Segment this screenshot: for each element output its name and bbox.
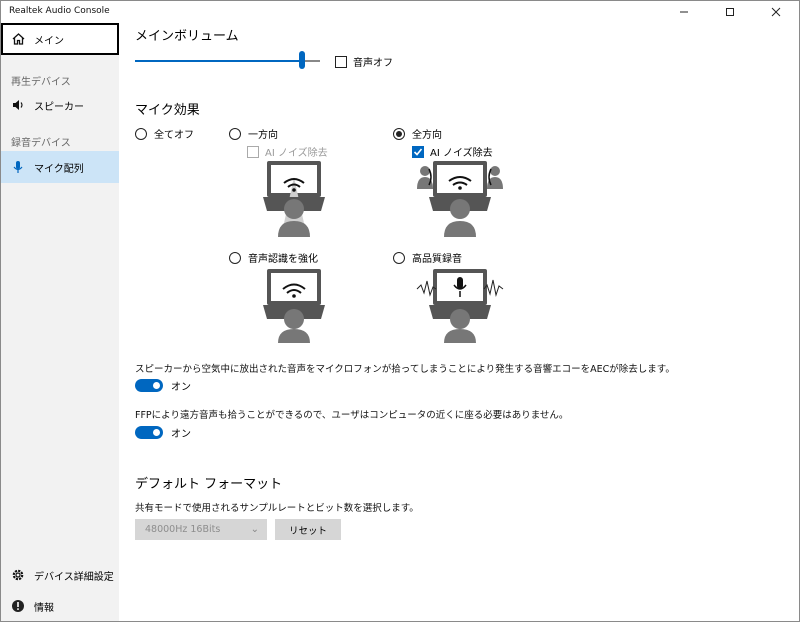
minimize-button[interactable] xyxy=(661,1,707,23)
radio-all-off[interactable]: 全てオフ xyxy=(135,126,194,141)
ai-noise-label: AI ノイズ除去 xyxy=(430,148,493,159)
radio-circle-selected[interactable] xyxy=(393,127,405,140)
ffp-description: FFPにより遠方音声も拾うことができるので、ユーザはコンピュータの近くに座る必要… xyxy=(135,410,569,421)
format-dropdown[interactable]: 48000Hz 16Bits ⌄ xyxy=(135,519,267,540)
reset-button[interactable]: リセット xyxy=(275,519,341,540)
format-dropdown-value: 48000Hz 16Bits xyxy=(145,524,221,535)
aec-toggle[interactable]: オン xyxy=(135,378,191,393)
radio-label: 全てオフ xyxy=(154,130,194,141)
sidebar-item-label: メイン xyxy=(34,35,64,47)
volume-slider-track xyxy=(305,60,320,62)
sidebar-item-label: 情報 xyxy=(34,602,54,614)
radio-circle[interactable] xyxy=(135,127,147,140)
radio-directional[interactable]: 一方向 xyxy=(229,126,278,141)
speaker-icon xyxy=(11,98,25,112)
radio-circle[interactable] xyxy=(393,251,405,264)
toggle-state-label: オン xyxy=(171,429,191,440)
hq-recording-illustration xyxy=(416,269,504,343)
aec-description: スピーカーから空気中に放出された音声をマイクロフォンが拾ってしまうことにより発生… xyxy=(135,364,675,375)
mic-effects-heading: マイク効果 xyxy=(135,103,200,118)
sidebar-item-label: スピーカー xyxy=(34,101,84,113)
window-title: Realtek Audio Console xyxy=(9,6,110,16)
microphone-icon xyxy=(11,160,25,174)
radio-circle[interactable] xyxy=(229,251,241,264)
recording-devices-section: 録音デバイス xyxy=(11,138,71,149)
chevron-down-icon: ⌄ xyxy=(250,524,259,535)
radio-label: 全方向 xyxy=(412,130,442,141)
checkbox-box-checked[interactable] xyxy=(412,145,424,158)
toggle-switch[interactable] xyxy=(135,426,163,439)
sidebar: メイン 再生デバイス スピーカー 録音デバイス マイク配列 デバイス詳細設定 情… xyxy=(1,23,119,621)
checkbox-box[interactable] xyxy=(335,55,347,68)
playback-devices-section: 再生デバイス xyxy=(11,77,71,88)
toggle-state-label: オン xyxy=(171,382,191,393)
radio-label: 一方向 xyxy=(248,130,278,141)
mute-label: 音声オフ xyxy=(353,58,393,69)
radio-hq-recording[interactable]: 高品質録音 xyxy=(393,250,462,265)
checkmark-icon xyxy=(413,147,423,156)
omnidirectional-illustration xyxy=(417,161,503,237)
maximize-icon xyxy=(726,8,734,16)
sidebar-item-speaker[interactable]: スピーカー xyxy=(1,89,119,121)
title-bar: Realtek Audio Console xyxy=(1,1,799,23)
toggle-switch[interactable] xyxy=(135,379,163,392)
radio-omnidirectional[interactable]: 全方向 xyxy=(393,126,442,141)
ffp-toggle[interactable]: オン xyxy=(135,425,191,440)
sidebar-item-label: マイク配列 xyxy=(34,163,84,175)
sidebar-item-mic-array[interactable]: マイク配列 xyxy=(1,151,119,183)
radio-label: 音声認識を強化 xyxy=(248,254,318,265)
volume-slider-thumb[interactable] xyxy=(299,51,305,69)
minimize-icon xyxy=(680,11,688,13)
ai-noise-checkbox-directional[interactable]: AI ノイズ除去 xyxy=(247,144,328,159)
default-format-heading: デフォルト フォーマット xyxy=(135,477,283,492)
ai-noise-label: AI ノイズ除去 xyxy=(265,148,328,159)
sidebar-item-main[interactable]: メイン xyxy=(1,23,119,55)
main-volume-heading: メインボリューム xyxy=(135,29,239,44)
volume-slider-fill xyxy=(135,60,319,62)
speech-recognition-illustration xyxy=(263,269,325,343)
window-controls xyxy=(661,1,799,23)
sidebar-item-info[interactable]: 情報 xyxy=(1,590,119,622)
close-icon xyxy=(771,7,781,17)
checkbox-box[interactable] xyxy=(247,145,259,158)
close-button[interactable] xyxy=(753,1,799,23)
default-format-description: 共有モードで使用されるサンプルレートとビット数を選択します。 xyxy=(135,503,419,514)
directional-illustration xyxy=(263,161,325,237)
main-content: メインボリューム 音声オフ マイク効果 全てオフ 一方向 全方向 AI ノイズ除… xyxy=(119,23,799,621)
info-icon xyxy=(11,599,25,613)
radio-speech-enhance[interactable]: 音声認識を強化 xyxy=(229,250,318,265)
home-icon xyxy=(11,32,25,46)
ai-noise-checkbox-omni[interactable]: AI ノイズ除去 xyxy=(412,144,493,159)
mute-checkbox[interactable]: 音声オフ xyxy=(335,54,393,69)
sidebar-item-label: デバイス詳細設定 xyxy=(34,571,114,583)
radio-label: 高品質録音 xyxy=(412,254,462,265)
sidebar-item-device-settings[interactable]: デバイス詳細設定 xyxy=(1,559,119,591)
maximize-button[interactable] xyxy=(707,1,753,23)
radio-circle[interactable] xyxy=(229,127,241,140)
gear-icon xyxy=(11,568,25,582)
